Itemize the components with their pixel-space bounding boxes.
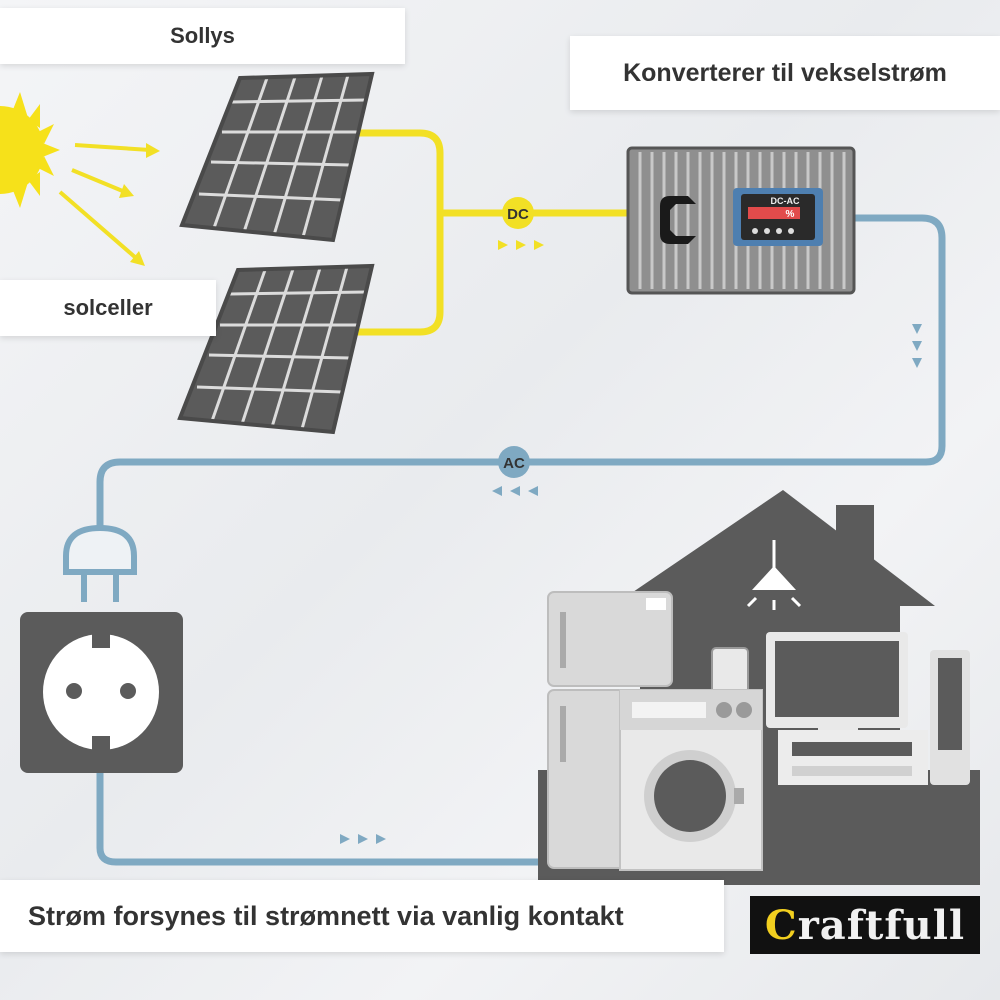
converter-label: Konverterer til vekselstrøm bbox=[570, 36, 1000, 110]
lamp-icon bbox=[746, 540, 802, 610]
logo-rest: raftfull bbox=[797, 901, 966, 949]
ac-flow-arrows bbox=[340, 324, 922, 844]
plug-icon bbox=[63, 524, 137, 602]
inverter-icon: DC-AC % bbox=[626, 146, 856, 295]
speaker-icon bbox=[930, 650, 970, 785]
sunlight-arrows bbox=[58, 143, 160, 266]
dc-badge-text: DC bbox=[507, 206, 529, 223]
socket-icon bbox=[20, 612, 183, 773]
inverter-logo-icon bbox=[660, 196, 696, 244]
brand-logo: Craftfull bbox=[750, 896, 980, 954]
ac-badge-text: AC bbox=[503, 455, 525, 472]
dc-flow-arrows bbox=[498, 240, 544, 250]
sun-icon bbox=[0, 92, 60, 208]
dc-wire bbox=[330, 129, 632, 336]
stereo-icon bbox=[778, 730, 928, 785]
sunlight-label: Sollys bbox=[0, 8, 405, 64]
inverter-display-label: DC-AC bbox=[771, 196, 800, 206]
solar-panel-icon bbox=[179, 71, 375, 243]
washing-machine-icon bbox=[619, 689, 763, 871]
tv-icon bbox=[766, 632, 908, 736]
solar-panel-icon bbox=[177, 263, 375, 435]
logo-first-letter: C bbox=[764, 901, 798, 949]
solar-cells-label: solceller bbox=[0, 280, 216, 336]
appliances-icon bbox=[547, 591, 970, 871]
ac-wire bbox=[96, 214, 946, 866]
grid-supply-caption: Strøm forsynes til strømnett via vanlig … bbox=[0, 880, 724, 952]
dc-badge: DC bbox=[502, 197, 534, 229]
ac-badge: AC bbox=[498, 446, 530, 478]
inverter-display-symbol: % bbox=[786, 209, 795, 220]
